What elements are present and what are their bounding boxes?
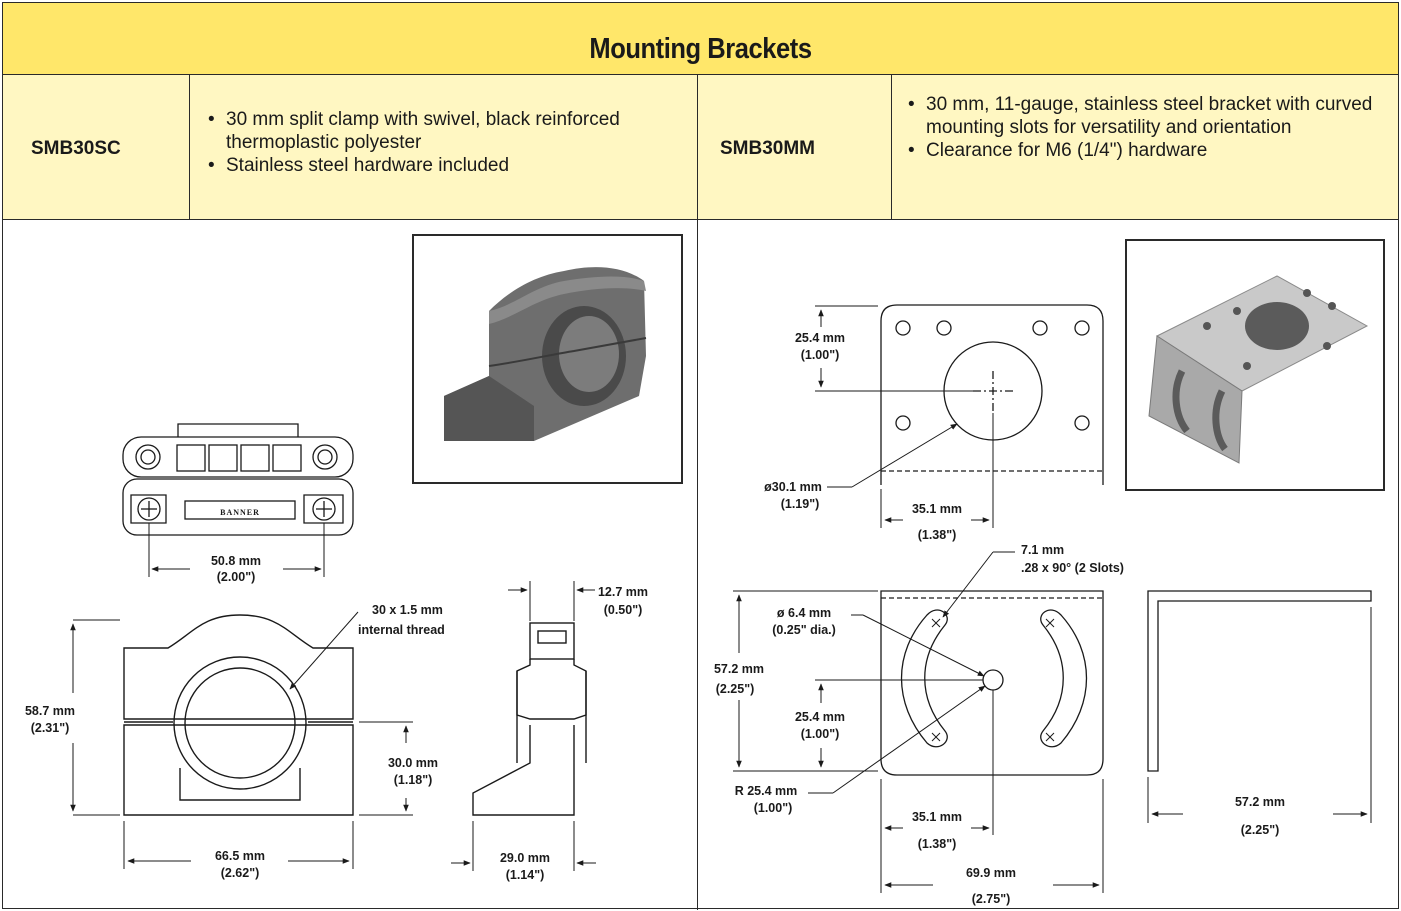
dim-label: (1.00") <box>801 348 840 362</box>
title-bar: Mounting Brackets <box>3 3 1398 75</box>
dim-label: 50.8 mm <box>211 554 261 568</box>
product-photo-smb30sc <box>412 234 683 484</box>
steel-bracket-image <box>1148 275 1369 464</box>
dim-label: (1.19") <box>781 497 820 511</box>
feature-item: Stainless steel hardware included <box>204 154 694 177</box>
smb30sc-drawing: BANNER 50.8 mm (2.00") 30 x 1.5 mm inter… <box>25 423 648 882</box>
dim-label: 35.1 mm <box>912 810 962 824</box>
dim-label: (0.50") <box>604 603 643 617</box>
feature-list: 30 mm split clamp with swivel, black rei… <box>204 108 694 177</box>
dim-label: (1.14") <box>506 868 545 882</box>
dim-label: 12.7 mm <box>598 585 648 599</box>
clamp-front-view <box>123 614 354 816</box>
features-cell-smb30sc: 30 mm split clamp with swivel, black rei… <box>190 75 697 219</box>
dim-label: ø 6.4 mm <box>777 606 831 620</box>
bracket-bottom-view <box>880 590 1104 776</box>
dim-label: 69.9 mm <box>966 866 1016 880</box>
dim-label: 30.0 mm <box>388 756 438 770</box>
dim-label: (1.00") <box>754 801 793 815</box>
model-name: SMB30SC <box>31 138 121 159</box>
bracket-side-view <box>1147 590 1372 772</box>
divider <box>697 220 698 910</box>
feature-item: 30 mm split clamp with swivel, black rei… <box>204 108 694 154</box>
dim-label: R 25.4 mm <box>735 784 798 798</box>
divider <box>189 75 190 220</box>
dim-label: (2.25") <box>716 682 755 696</box>
clamp-side-view <box>472 622 587 816</box>
model-name: SMB30MM <box>720 138 816 159</box>
clamp-top-view <box>122 423 354 536</box>
split-clamp-image <box>444 267 647 441</box>
description-row: SMB30SC 30 mm split clamp with swivel, b… <box>3 75 1398 220</box>
divider <box>891 75 892 220</box>
dim-label: internal thread <box>358 623 445 637</box>
dim-label: (1.38") <box>918 837 957 851</box>
product-photo-smb30mm <box>1125 239 1385 491</box>
dim-label: ø30.1 mm <box>764 480 822 494</box>
dim-label: (2.25") <box>1241 823 1280 837</box>
features-cell-smb30mm: 30 mm, 11-gauge, stainless steel bracket… <box>892 75 1397 219</box>
dim-label: 25.4 mm <box>795 331 845 345</box>
dim-label: (1.18") <box>394 773 433 787</box>
dim-label: (2.00") <box>217 570 256 584</box>
dim-label: (2.75") <box>972 892 1011 906</box>
dim-label: 29.0 mm <box>500 851 550 865</box>
dim-label: (1.38") <box>918 528 957 542</box>
dim-label: 25.4 mm <box>795 710 845 724</box>
dim-label: 66.5 mm <box>215 849 265 863</box>
dim-label: 58.7 mm <box>25 704 75 718</box>
dim-label: (2.62") <box>221 866 260 880</box>
page-title: Mounting Brackets <box>589 33 812 65</box>
dim-label: .28 x 90° (2 Slots) <box>1021 561 1124 575</box>
model-cell-smb30mm: SMB30MM <box>698 75 891 219</box>
smb30mm-drawing: 25.4 mm (1.00") ø30.1 mm (1.19") 35.1 mm… <box>714 304 1372 906</box>
divider <box>697 75 698 220</box>
feature-list: 30 mm, 11-gauge, stainless steel bracket… <box>904 93 1384 162</box>
dim-label: 57.2 mm <box>714 662 764 676</box>
dim-label: 57.2 mm <box>1235 795 1285 809</box>
brand-mark: BANNER <box>220 508 260 517</box>
bracket-top-view <box>880 304 1104 485</box>
dim-label: 30 x 1.5 mm <box>372 603 443 617</box>
model-cell-smb30sc: SMB30SC <box>3 75 189 219</box>
dim-label: (0.25" dia.) <box>772 623 836 637</box>
feature-item: Clearance for M6 (1/4") hardware <box>904 139 1384 162</box>
dim-label: 35.1 mm <box>912 502 962 516</box>
dim-label: (2.31") <box>31 721 70 735</box>
dim-label: 7.1 mm <box>1021 543 1064 557</box>
dim-label: (1.00") <box>801 727 840 741</box>
feature-item: 30 mm, 11-gauge, stainless steel bracket… <box>904 93 1384 139</box>
